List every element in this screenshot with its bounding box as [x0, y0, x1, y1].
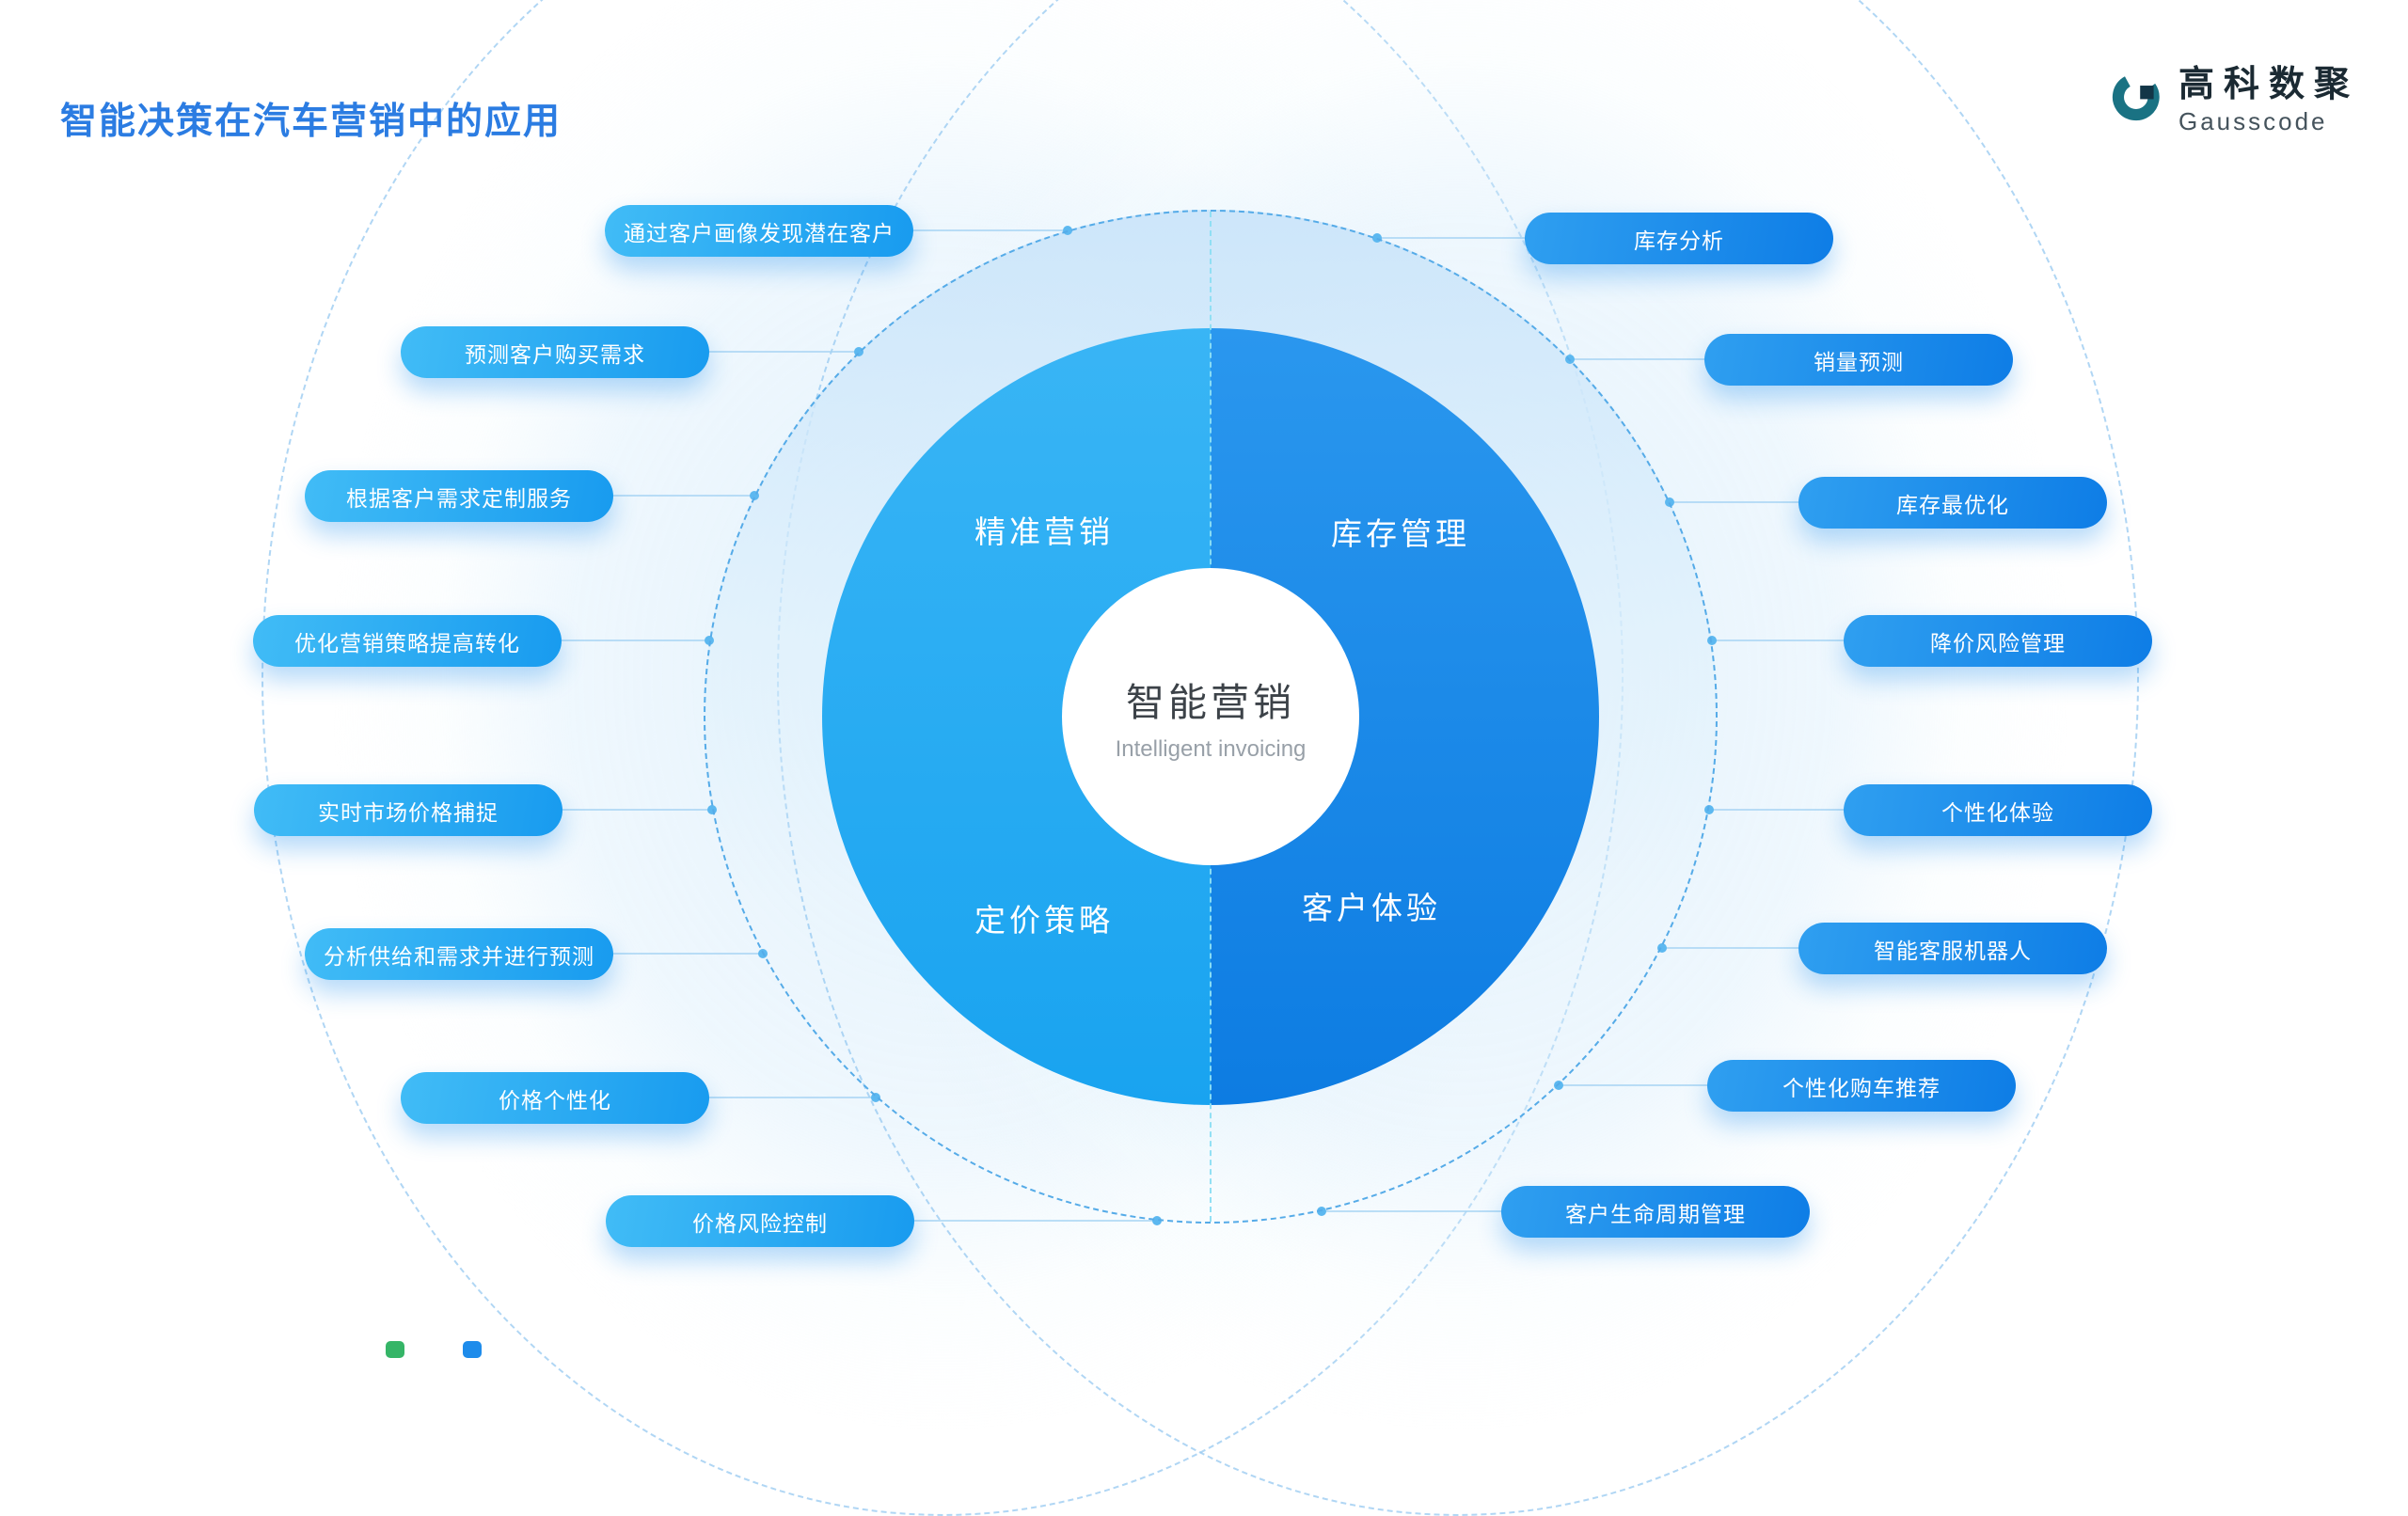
gausscode-logo-icon [2112, 73, 2160, 121]
brand-text: 高科数聚 Gausscode [2178, 65, 2359, 136]
page-title: 智能决策在汽车营销中的应用 [60, 102, 562, 142]
pill-label: 个性化购车推荐 [1782, 1075, 1941, 1100]
slide: 智能决策在汽车营销中的应用 高科数聚 Gausscode [60, 0, 2359, 1516]
brand-subtitle: Gausscode [2178, 106, 2328, 135]
pill-label: 库存分析 [1634, 228, 1724, 253]
quadrant-label-pricing-strategy: 定价策略 [974, 903, 1114, 938]
pill-personalized-experience: 个性化体验 [1844, 784, 2152, 836]
pill-realtime-price-capture: 实时市场价格捕捉 [254, 784, 562, 836]
decor-dot-green [386, 1341, 404, 1358]
pill-label: 库存最优化 [1896, 492, 2009, 517]
pill-label: 销量预测 [1814, 349, 1904, 374]
pill-label: 通过客户画像发现潜在客户 [624, 220, 895, 245]
pill-price-personalization: 价格个性化 [401, 1072, 709, 1124]
pill-supply-demand-forecast: 分析供给和需求并进行预测 [305, 928, 613, 980]
pill-predict-purchase-demand: 预测客户购买需求 [401, 326, 709, 378]
pill-optimize-marketing-conversion: 优化营销策略提高转化 [253, 615, 562, 667]
pill-label: 客户生命周期管理 [1565, 1201, 1746, 1226]
pill-markdown-risk-management: 降价风险管理 [1844, 615, 2152, 667]
pill-discover-potential-customers: 通过客户画像发现潜在客户 [605, 205, 913, 257]
pill-sales-forecast: 销量预测 [1704, 334, 2013, 386]
pill-customer-lifecycle-management: 客户生命周期管理 [1501, 1186, 1810, 1238]
pill-label: 分析供给和需求并进行预测 [324, 943, 594, 969]
pill-customized-services: 根据客户需求定制服务 [305, 470, 613, 522]
connector-line-group [562, 229, 1844, 1222]
quadrant-label-precision-marketing: 精准营销 [974, 514, 1114, 549]
pill-label: 价格个性化 [499, 1087, 611, 1113]
decor-dot-blue [463, 1341, 482, 1358]
pill-label: 降价风险管理 [1930, 630, 2066, 655]
outer-dashed-ring [704, 210, 1718, 1224]
pill-personalized-car-recommendation: 个性化购车推荐 [1707, 1060, 2016, 1112]
pill-label: 个性化体验 [1941, 799, 2054, 825]
quadrant-label-customer-experience: 客户体验 [1302, 891, 1441, 925]
brand-name: 高科数聚 [2178, 65, 2359, 104]
hub-title: 智能营销 [1126, 681, 1295, 724]
hub: 智能营销 Intelligent invoicing [1062, 568, 1359, 865]
pill-label: 实时市场价格捕捉 [318, 799, 499, 825]
hub-subtitle: Intelligent invoicing [1115, 736, 1307, 762]
pill-label: 智能客服机器人 [1874, 938, 2032, 963]
pill-label: 价格风险控制 [692, 1210, 828, 1236]
pill-label: 预测客户购买需求 [465, 341, 645, 367]
pill-smart-customer-service-bot: 智能客服机器人 [1798, 923, 2107, 974]
pill-label: 优化营销策略提高转化 [294, 630, 520, 655]
quadrant-label-inventory-management: 库存管理 [1331, 516, 1470, 551]
pill-price-risk-control: 价格风险控制 [606, 1195, 914, 1247]
pill-label: 根据客户需求定制服务 [346, 485, 572, 511]
pill-inventory-optimization: 库存最优化 [1798, 477, 2107, 529]
pill-inventory-analysis: 库存分析 [1525, 213, 1833, 264]
brand-logo: 高科数聚 Gausscode [2109, 65, 2359, 136]
